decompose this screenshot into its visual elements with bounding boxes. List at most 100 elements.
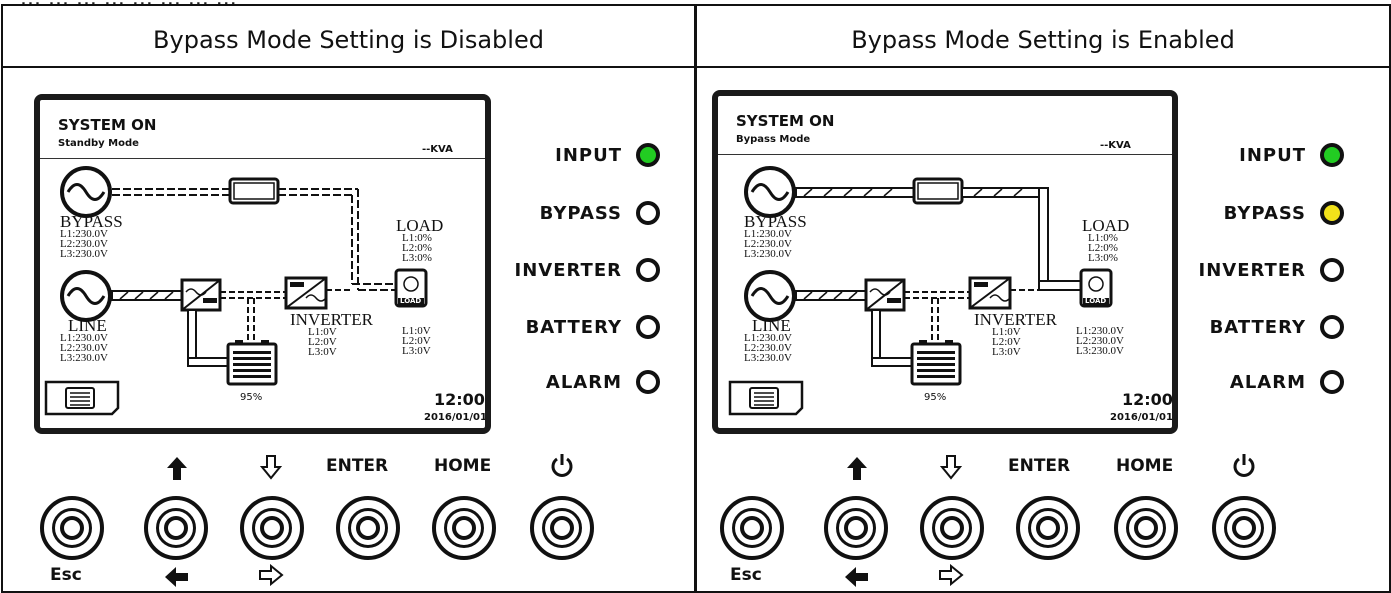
led-bypass: BYPASS: [1184, 201, 1344, 225]
led-inverter: INVERTER: [1184, 258, 1344, 282]
power-button[interactable]: [1212, 496, 1276, 560]
inverter-l1: L1:0V: [308, 326, 337, 338]
line-l2: L2:230.0V: [60, 342, 108, 354]
led-alarm: ALARM: [500, 370, 660, 394]
inverter-l3: L3:0V: [308, 346, 337, 358]
led-inverter: INVERTER: [500, 258, 660, 282]
enter-button[interactable]: [336, 496, 400, 560]
inverter-label: INVERTER: [290, 310, 374, 329]
arrow-up-solid-icon: [847, 457, 867, 480]
down-right-button[interactable]: [920, 496, 984, 560]
clock-date: 2016/01/01: [1110, 412, 1173, 423]
led-indicator: [636, 201, 660, 225]
esc-button[interactable]: [40, 496, 104, 560]
lcd-divider: [718, 154, 1172, 155]
inverter-l1: L1:0V: [992, 326, 1021, 338]
lcd-screen: SYSTEM ON Bypass Mode --KVA: [712, 90, 1178, 434]
load-p2: L2:0%: [1088, 242, 1118, 254]
load-badge: LOAD: [400, 297, 422, 305]
line-l3: L3:230.0V: [60, 352, 108, 364]
led-indicator: [636, 370, 660, 394]
load-p1: L1:0%: [402, 232, 432, 244]
inverter-l2: L2:0V: [992, 336, 1021, 348]
arrow-up-solid-icon: [167, 457, 187, 480]
power-flow-diagram: [728, 166, 1113, 416]
home-button[interactable]: [432, 496, 496, 560]
sts-icon: [228, 177, 280, 205]
lcd-title: SYSTEM ON: [58, 116, 157, 134]
panel-title: Bypass Mode Setting is Disabled: [153, 26, 544, 54]
line-label: LINE: [68, 316, 107, 335]
bypass-l2: L2:230.0V: [60, 238, 108, 250]
home-label: HOME: [1116, 456, 1174, 476]
led-indicator: [1320, 315, 1344, 339]
bypass-label: BYPASS: [60, 212, 123, 231]
output-l2: L2:0V: [402, 335, 431, 347]
output-l3: L3:230.0V: [1076, 345, 1124, 357]
load-label: LOAD: [396, 216, 444, 235]
down-right-button[interactable]: [240, 496, 304, 560]
bypass-l3: L3:230.0V: [60, 248, 108, 260]
inverter-l3: L3:0V: [992, 346, 1021, 358]
led-input: INPUT: [1184, 143, 1344, 167]
power-flow-diagram: [44, 166, 428, 416]
home-button[interactable]: [1114, 496, 1178, 560]
load-label: LOAD: [1082, 216, 1130, 235]
led-battery: BATTERY: [1184, 315, 1344, 339]
line-l1: L1:230.0V: [60, 332, 108, 344]
output-l2: L2:230.0V: [1076, 335, 1124, 347]
enter-label: ENTER: [1008, 456, 1071, 476]
esc-label: Esc: [730, 565, 762, 585]
line-l3: L3:230.0V: [744, 352, 792, 364]
lcd-title: SYSTEM ON: [736, 112, 835, 130]
line-l2: L2:230.0V: [744, 342, 792, 354]
load-badge: LOAD: [1085, 297, 1107, 305]
power-icon: [1233, 454, 1255, 477]
led-indicator: [1320, 370, 1344, 394]
led-indicator: [636, 258, 660, 282]
inverter-l2: L2:0V: [308, 336, 337, 348]
output-l1: L1:0V: [402, 325, 431, 337]
led-indicator: [636, 315, 660, 339]
led-bypass: BYPASS: [500, 201, 660, 225]
esc-label: Esc: [50, 565, 82, 585]
arrow-left-solid-icon: [165, 567, 188, 587]
home-label: HOME: [434, 456, 492, 476]
up-left-button[interactable]: [144, 496, 208, 560]
battery-percent: 95%: [924, 392, 947, 403]
lcd-divider: [40, 158, 485, 159]
led-indicator: [636, 143, 660, 167]
lcd-screen: SYSTEM ON Standby Mode --KVA: [34, 94, 491, 434]
lcd-mode: Bypass Mode: [736, 134, 811, 145]
bypass-l1: L1:230.0V: [744, 228, 792, 240]
load-p1: L1:0%: [1088, 232, 1118, 244]
output-l3: L3:0V: [402, 345, 431, 357]
line-label: LINE: [752, 316, 791, 335]
arrow-down-outline-icon: [940, 455, 962, 480]
enter-label: ENTER: [326, 456, 389, 476]
bypass-l1: L1:230.0V: [60, 228, 108, 240]
lcd-mode: Standby Mode: [58, 138, 139, 149]
led-input: INPUT: [500, 143, 660, 167]
arrow-down-outline-icon: [260, 455, 282, 480]
led-indicator: [1320, 258, 1344, 282]
enter-button[interactable]: [1016, 496, 1080, 560]
power-button[interactable]: [530, 496, 594, 560]
arrow-left-solid-icon: [845, 567, 868, 587]
line-l1: L1:230.0V: [744, 332, 792, 344]
inverter-label: INVERTER: [974, 310, 1058, 329]
panel-header: Bypass Mode Setting is Enabled: [695, 14, 1391, 68]
battery-percent: 95%: [240, 392, 263, 403]
bypass-l2: L2:230.0V: [744, 238, 792, 250]
esc-button[interactable]: [720, 496, 784, 560]
clock-time: 12:00: [1122, 390, 1173, 409]
clock-time: 12:00: [434, 390, 485, 409]
bypass-l3: L3:230.0V: [744, 248, 792, 260]
up-left-button[interactable]: [824, 496, 888, 560]
load-p3: L3:0%: [1088, 252, 1118, 264]
led-battery: BATTERY: [500, 315, 660, 339]
arrow-right-outline-icon: [939, 564, 964, 586]
led-indicator: [1320, 201, 1344, 225]
output-l1: L1:230.0V: [1076, 325, 1124, 337]
